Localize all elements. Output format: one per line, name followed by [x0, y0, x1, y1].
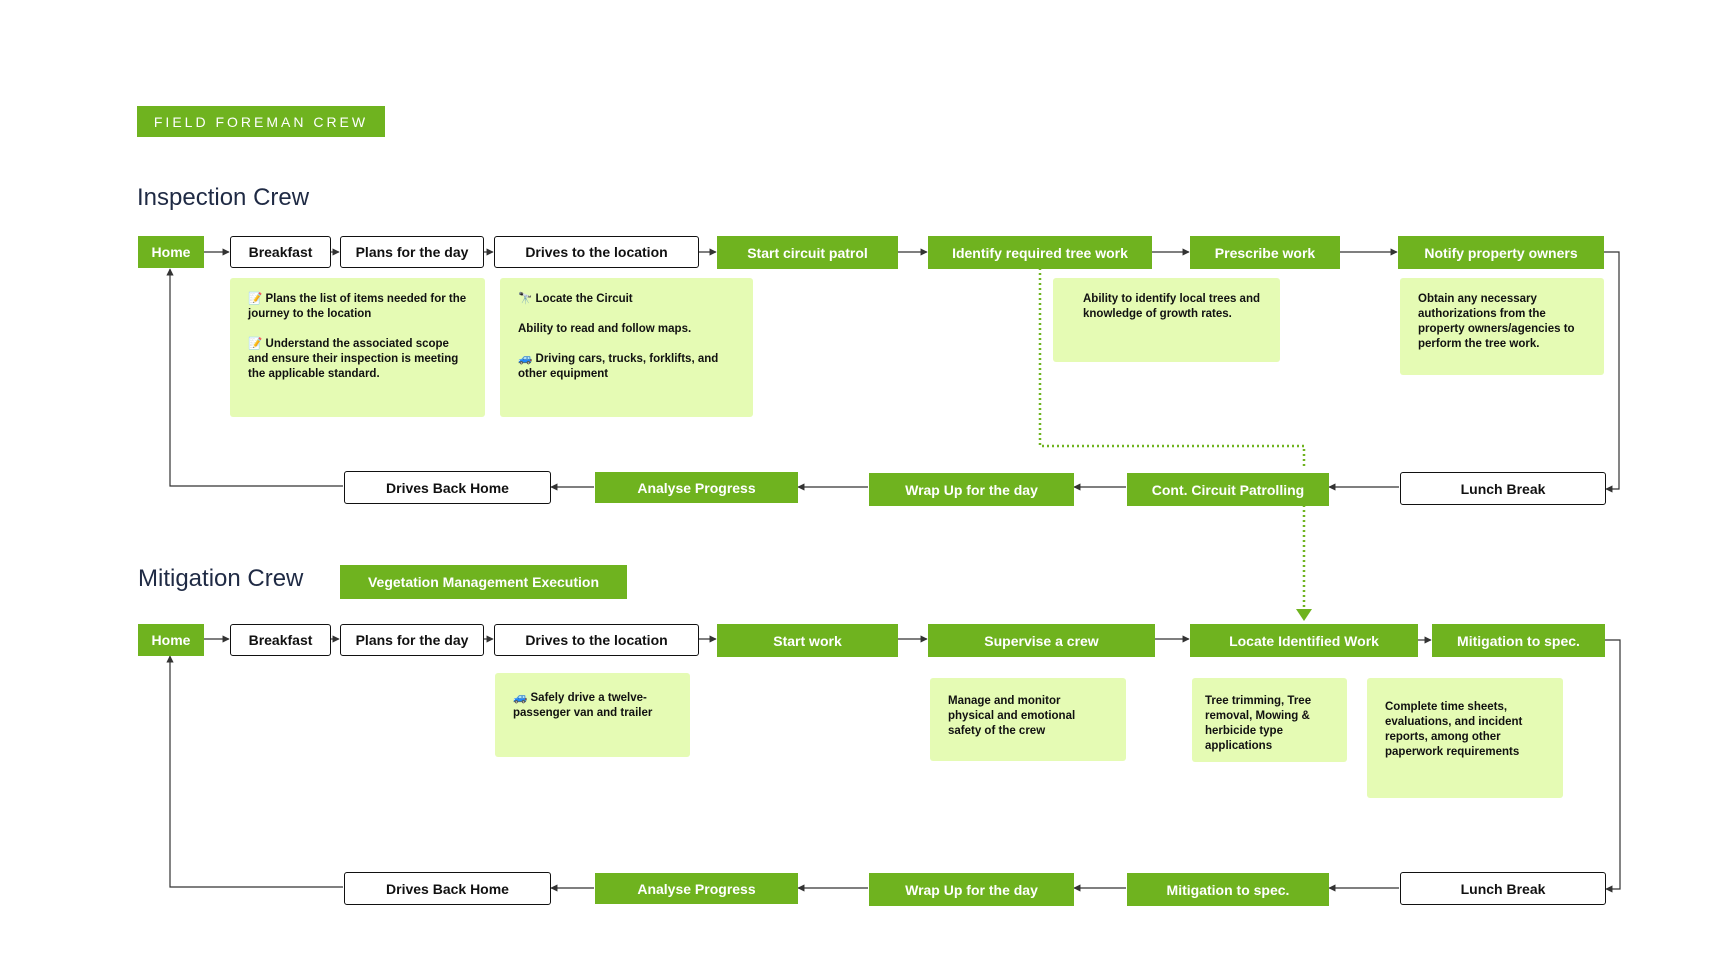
inspection-breakfast-node[interactable]: Breakfast [230, 236, 331, 268]
mitigation-drives-note: 🚙 Safely drive a twelve-passenger van an… [495, 673, 690, 757]
mitigation-start-work-node[interactable]: Start work [717, 624, 898, 657]
mitigation-drives-node[interactable]: Drives to the location [494, 624, 699, 656]
inspection-notify-node[interactable]: Notify property owners [1398, 236, 1604, 269]
inspection-plans-note: 📝 Plans the list of items needed for the… [230, 278, 485, 417]
inspection-analyse-node[interactable]: Analyse Progress [595, 472, 798, 503]
mitigation-supervise-note: Manage and monitor physical and emotiona… [930, 678, 1126, 761]
mitigation-crew-title: Mitigation Crew [138, 565, 304, 592]
mitigation-analyse-node[interactable]: Analyse Progress [595, 873, 798, 904]
mitigation-spec-bottom-node[interactable]: Mitigation to spec. [1127, 873, 1329, 906]
inspection-notify-note: Obtain any necessary authorizations from… [1400, 278, 1604, 375]
note-line: Ability to read and follow maps. [518, 323, 692, 335]
inspection-drives-note: 🔭 Locate the Circuit Ability to read and… [500, 278, 753, 417]
mitigation-locate-node[interactable]: Locate Identified Work [1190, 624, 1418, 657]
note-line: 🚙 Driving cars, trucks, forklifts, and o… [518, 353, 719, 380]
inspection-lunch-node[interactable]: Lunch Break [1400, 472, 1606, 505]
note-line: Obtain any necessary authorizations from… [1418, 293, 1575, 350]
mitigation-lunch-node[interactable]: Lunch Break [1400, 872, 1606, 905]
mitigation-plans-node[interactable]: Plans for the day [340, 624, 484, 656]
note-line: 📝 Plans the list of items needed for the… [248, 293, 467, 320]
inspection-cont-patrol-node[interactable]: Cont. Circuit Patrolling [1127, 473, 1329, 506]
mitigation-breakfast-node[interactable]: Breakfast [230, 624, 331, 656]
note-line: Tree trimming, Tree removal, Mowing & he… [1205, 695, 1312, 752]
note-line: 📝 Understand the associated scope and en… [248, 338, 459, 380]
note-line: 🔭 Locate the Circuit [518, 293, 633, 305]
note-line: Manage and monitor physical and emotiona… [948, 695, 1076, 737]
inspection-drives-back-node[interactable]: Drives Back Home [344, 471, 551, 504]
mitigation-locate-note: Tree trimming, Tree removal, Mowing & he… [1192, 678, 1347, 762]
note-line: 🚙 Safely drive a twelve-passenger van an… [513, 692, 653, 719]
inspection-prescribe-node[interactable]: Prescribe work [1190, 236, 1340, 269]
inspection-identify-node[interactable]: Identify required tree work [928, 236, 1152, 269]
mitigation-drives-back-node[interactable]: Drives Back Home [344, 872, 551, 905]
vegetation-management-tag: Vegetation Management Execution [340, 565, 627, 599]
inspection-start-patrol-node[interactable]: Start circuit patrol [717, 236, 898, 269]
mitigation-supervise-node[interactable]: Supervise a crew [928, 624, 1155, 657]
note-line: Complete time sheets, evaluations, and i… [1385, 701, 1523, 758]
inspection-identify-note: Ability to identify local trees and know… [1053, 278, 1280, 362]
mitigation-wrapup-node[interactable]: Wrap Up for the day [869, 873, 1074, 906]
inspection-wrapup-node[interactable]: Wrap Up for the day [869, 473, 1074, 506]
mitigation-spec-note: Complete time sheets, evaluations, and i… [1367, 678, 1563, 798]
mitigation-spec-node[interactable]: Mitigation to spec. [1432, 624, 1605, 657]
note-line: Ability to identify local trees and know… [1083, 293, 1261, 320]
mitigation-home-node[interactable]: Home [138, 624, 204, 656]
inspection-plans-node[interactable]: Plans for the day [340, 236, 484, 268]
inspection-drives-node[interactable]: Drives to the location [494, 236, 699, 268]
field-foreman-crew-tag: FIELD FOREMAN CREW [137, 106, 385, 137]
inspection-crew-title: Inspection Crew [137, 184, 310, 211]
inspection-home-node[interactable]: Home [138, 236, 204, 268]
